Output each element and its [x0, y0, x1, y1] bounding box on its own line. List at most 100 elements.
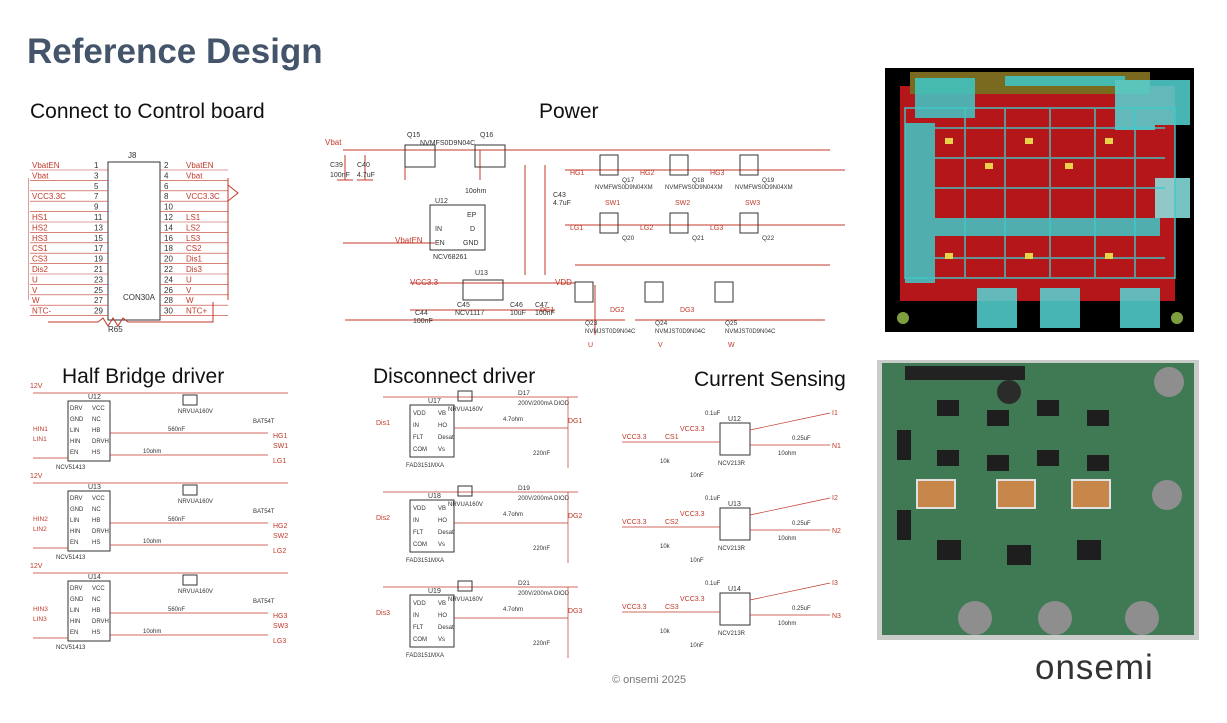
hb-chip-ref: U13: [88, 484, 101, 491]
dis-gate: DG3: [568, 608, 583, 615]
dis-chip-ref: U17: [428, 398, 441, 405]
hb-switch: SW2: [273, 533, 288, 540]
connector-left-pin: 13: [94, 223, 103, 232]
dis-pin: IN: [413, 613, 419, 619]
dis-pin: HO: [438, 423, 447, 429]
section-title-disconnect: Disconnect driver: [373, 365, 536, 388]
controller-ref: U12: [435, 198, 448, 205]
dis-resistor: 4.7ohm: [503, 512, 523, 518]
cs-vcc: VCC3.3: [622, 604, 647, 611]
connector-right-pin: 18: [164, 244, 173, 253]
dis-pin: Desat: [438, 625, 454, 631]
pcb-layout-image: [885, 68, 1194, 332]
bridge-high-gate: HG3: [710, 170, 725, 177]
disconnect-fet-part: NVMJST0D9N04C: [655, 329, 706, 335]
connector-left-signal: HS2: [32, 223, 48, 232]
dis-pin: Vs: [438, 542, 445, 548]
hb-chip-body: [67, 400, 111, 462]
connector-right-signal: VbatEN: [186, 161, 214, 170]
bridge-fet-part: NVMFWS0D9N04XM: [735, 185, 793, 191]
hb-pin: DRVH: [92, 529, 109, 535]
ldo-cap-c44: C44: [415, 310, 428, 317]
ldo-cap-c47-value: 100nF: [535, 310, 555, 317]
hb-pin: DRVH: [92, 439, 109, 445]
cs-chip-body: [719, 592, 751, 626]
dis-gate: DG2: [568, 513, 583, 520]
cs-resistor: 10k: [660, 459, 671, 465]
dis-pin: COM: [413, 637, 427, 643]
cs-wire: [749, 412, 831, 431]
dis-pin: IN: [413, 423, 419, 429]
section-title-half-bridge: Half Bridge driver: [62, 365, 225, 388]
hb-diode: [182, 484, 198, 496]
cs-negative: N1: [832, 443, 841, 450]
cs-cap3: 0.25uF: [792, 436, 811, 442]
hb-diode-part: NRVUA160V: [178, 499, 213, 505]
hb-cap-value: 560nF: [168, 517, 185, 523]
bridge-fet-high: [599, 154, 619, 176]
hb-pin: HIN: [70, 439, 80, 445]
dis-diode: [457, 580, 473, 592]
cs-cap2: 10nF: [690, 558, 704, 564]
dis-diode: [457, 485, 473, 497]
hb-high-gate: HG3: [273, 613, 288, 620]
hb-switch: SW1: [273, 443, 288, 450]
dis-diode-part: NRVUA160V: [448, 597, 483, 603]
disconnect-fet-part: NVMJST0D9N04C: [585, 329, 636, 335]
dis-cap: 220nF: [533, 451, 550, 457]
cs-wire: [749, 582, 831, 601]
hb-diode2: BAT54T: [253, 509, 275, 515]
dis-pin: FLT: [413, 530, 424, 536]
connector-right-pin: 6: [164, 182, 169, 191]
disconnect-fet-part: NVMJST0D9N04C: [725, 329, 776, 335]
hb-rail: 12V: [30, 563, 43, 570]
cs-cap: 0.1uF: [705, 496, 721, 502]
cap-bulk-value: 4.7uF: [553, 200, 571, 207]
bridge-fet-part: NVMFWS0D9N04XM: [665, 185, 723, 191]
hb-resistor: 10ohm: [143, 629, 161, 635]
dis-pin: Vs: [438, 447, 445, 453]
dis-chip-part: FAD3151MXA: [406, 558, 444, 564]
disconnect-gate: DG1: [540, 307, 555, 314]
connector-left-pin: 11: [94, 213, 103, 222]
hb-chip-ref: U14: [88, 574, 101, 581]
ldo-vdd: VDD: [555, 278, 572, 287]
connector-right-signal: Dis3: [186, 265, 203, 274]
hb-pin: VCC: [92, 586, 105, 592]
cap-c40-value: 4.7uF: [357, 172, 375, 179]
ldo-part: NCV1117: [455, 310, 484, 317]
hb-rail: 12V: [30, 383, 43, 390]
dis-diode-part: NRVUA160V: [448, 407, 483, 413]
bridge-switch-node: SW2: [675, 200, 690, 207]
disconnect-fet: [714, 281, 734, 303]
cs-cap3: 0.25uF: [792, 606, 811, 612]
connector-left-pin: 19: [94, 255, 103, 264]
hb-pin: GND: [70, 597, 84, 603]
connector-left-signal: CS1: [32, 244, 48, 253]
hb-pin: LIN: [70, 608, 79, 614]
bridge-fet-low: [669, 212, 689, 234]
connector-right-pin: 2: [164, 161, 169, 170]
hb-pin: EN: [70, 540, 78, 546]
dis-tvs: D21: [518, 580, 530, 587]
hb-input-high: HIN2: [33, 516, 48, 523]
cs-vcc-top: VCC3.3: [680, 426, 705, 433]
ctrl-pin-ep: EP: [467, 212, 477, 219]
hb-pin: LIN: [70, 518, 79, 524]
ctrl-pin-en: EN: [435, 240, 445, 247]
connector-right-pin: 4: [164, 171, 169, 180]
connector-left-pin: 5: [94, 182, 99, 191]
power-vbaten-label: VbatEN: [395, 236, 423, 245]
connector-left-signal: VCC3.3C: [32, 192, 66, 201]
dis-input: Dis1: [376, 420, 390, 427]
cs-cap3: 0.25uF: [792, 521, 811, 527]
cap-c39-value: 100nF: [330, 172, 350, 179]
phase-label: W: [728, 342, 735, 349]
ctrl-pin-d: D: [470, 226, 475, 233]
cs-cap2: 10nF: [690, 473, 704, 479]
dis-chip-part: FAD3151MXA: [406, 463, 444, 469]
ldo-ref: U13: [475, 270, 488, 277]
footer-copyright: © onsemi 2025: [612, 674, 687, 686]
fet-q16: Q16: [480, 132, 493, 139]
